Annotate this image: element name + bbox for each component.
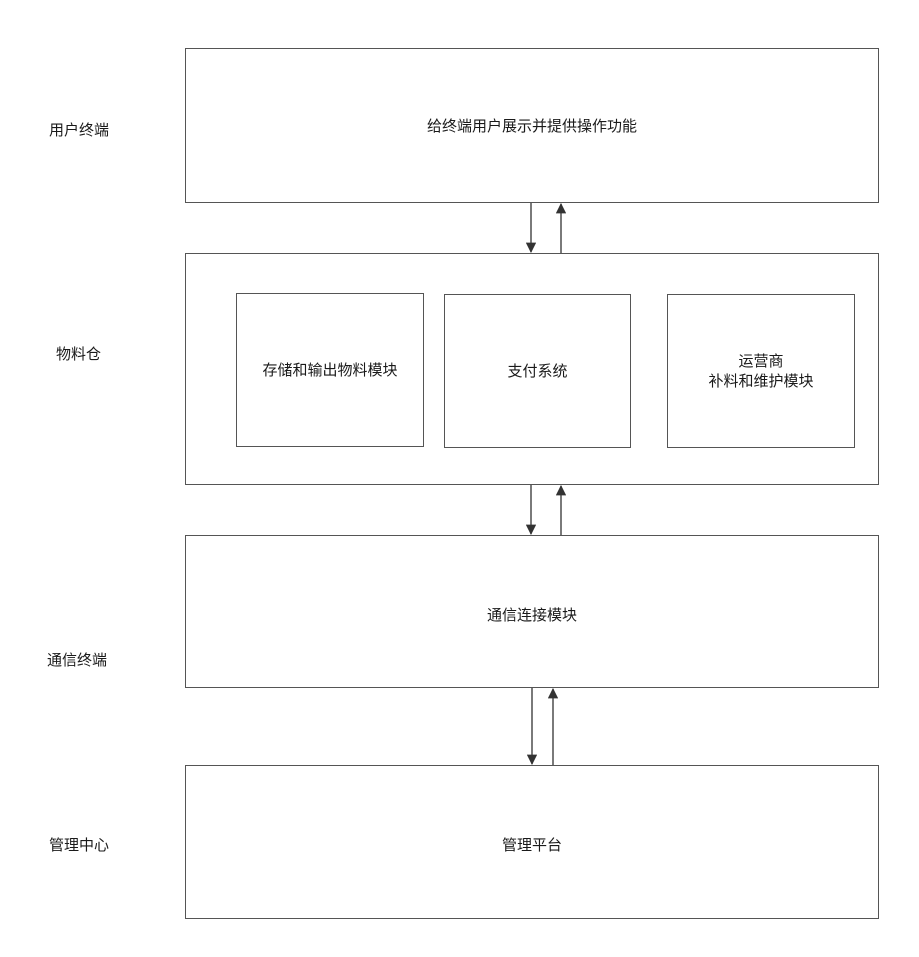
connector-arrows (0, 0, 919, 957)
